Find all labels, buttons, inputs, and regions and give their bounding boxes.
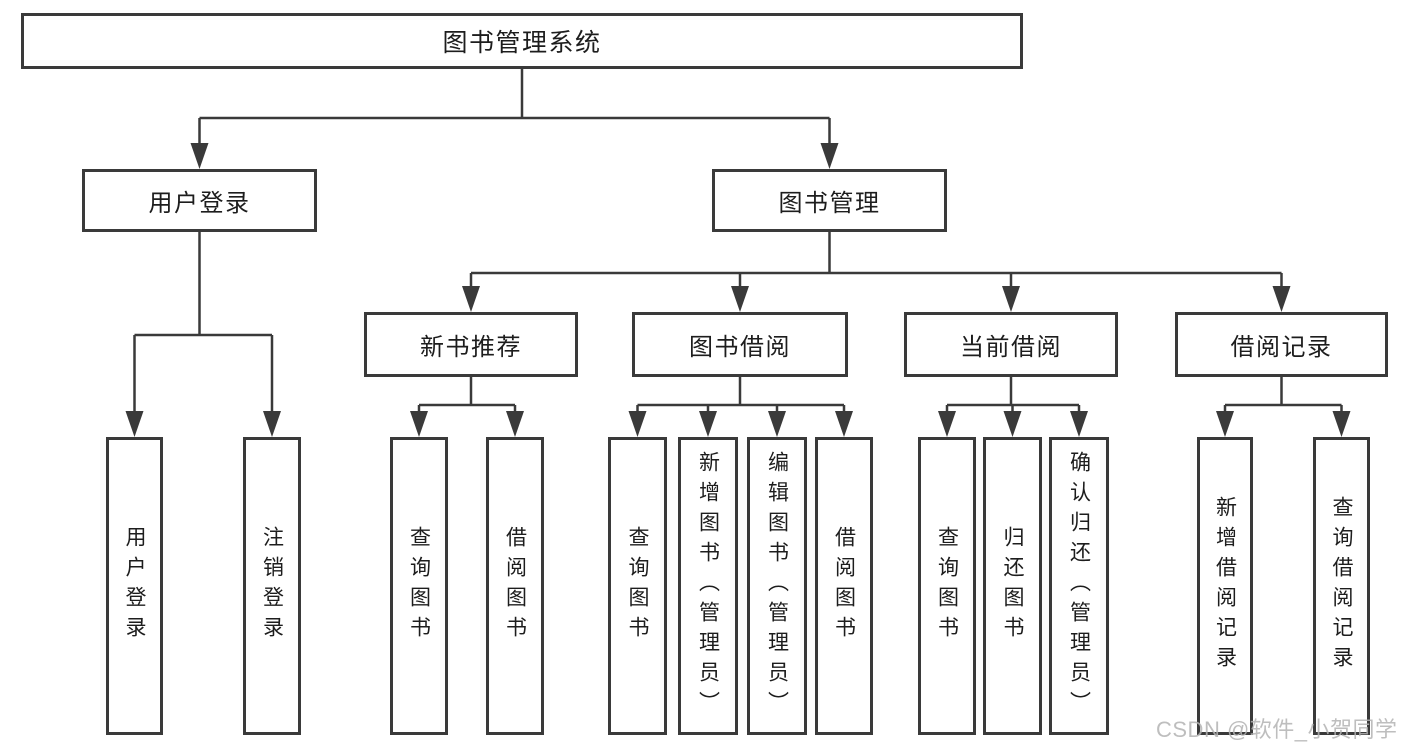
connector-new-book-recommend-branch <box>417 377 517 414</box>
arrowhead <box>1216 411 1234 437</box>
arrowhead <box>699 411 717 437</box>
leaf-user-login: 用户登录 <box>106 437 163 735</box>
leaf-cb-confirm-return-admin: 确认归还（管理员） <box>1049 437 1109 735</box>
arrowhead <box>410 411 428 437</box>
leaf-logout-login: 注销登录 <box>243 437 301 735</box>
arrowhead <box>835 411 853 437</box>
arrowhead <box>125 411 144 437</box>
node-borrowing-records: 借阅记录 <box>1175 312 1388 377</box>
leaf-bb-borrow-books: 借阅图书 <box>815 437 873 735</box>
leaf-rec-borrow-books: 借阅图书 <box>486 437 544 735</box>
leaf-bb-edit-books-admin: 编辑图书（管理员） <box>747 437 807 735</box>
arrowhead <box>462 286 480 312</box>
leaf-cb-query-books: 查询图书 <box>918 437 976 735</box>
leaf-br-query-borrow-record: 查询借阅记录 <box>1313 437 1370 735</box>
arrowhead <box>820 143 839 169</box>
leaf-bb-query-books: 查询图书 <box>608 437 667 735</box>
arrowhead <box>938 411 956 437</box>
arrowhead <box>1002 286 1020 312</box>
arrowhead <box>1332 411 1351 437</box>
node-book-borrowing: 图书借阅 <box>632 312 848 377</box>
arrowhead <box>263 411 281 437</box>
arrowhead <box>628 411 647 437</box>
connector-current-borrowing-branch <box>945 377 1081 414</box>
connector-book-borrowing-branch <box>636 377 846 414</box>
leaf-cb-return-books: 归还图书 <box>983 437 1042 735</box>
node-current-borrowing: 当前借阅 <box>904 312 1118 377</box>
node-book-management: 图书管理 <box>712 169 947 232</box>
arrowhead <box>1003 411 1022 437</box>
arrowhead <box>768 411 786 437</box>
arrowhead <box>731 286 749 312</box>
arrowhead <box>506 411 524 437</box>
leaf-rec-query-books: 查询图书 <box>390 437 448 735</box>
connector-borrowing-records-branch <box>1223 377 1343 414</box>
node-user-login: 用户登录 <box>82 169 317 232</box>
node-library-system: 图书管理系统 <box>21 13 1023 69</box>
watermark-csdn: CSDN @软件_小贺同学 <box>1156 717 1398 742</box>
arrowhead <box>1272 286 1291 312</box>
arrowhead <box>1070 411 1088 437</box>
leaf-br-add-borrow-record: 新增借阅记录 <box>1197 437 1253 735</box>
arrowhead <box>190 143 209 169</box>
connector-root-to-level2 <box>198 69 831 145</box>
connector-book-management-branch <box>469 232 1283 288</box>
connector-user-login-branch <box>133 232 274 414</box>
node-new-book-recommend: 新书推荐 <box>364 312 578 377</box>
leaf-bb-add-books-admin: 新增图书（管理员） <box>678 437 738 735</box>
